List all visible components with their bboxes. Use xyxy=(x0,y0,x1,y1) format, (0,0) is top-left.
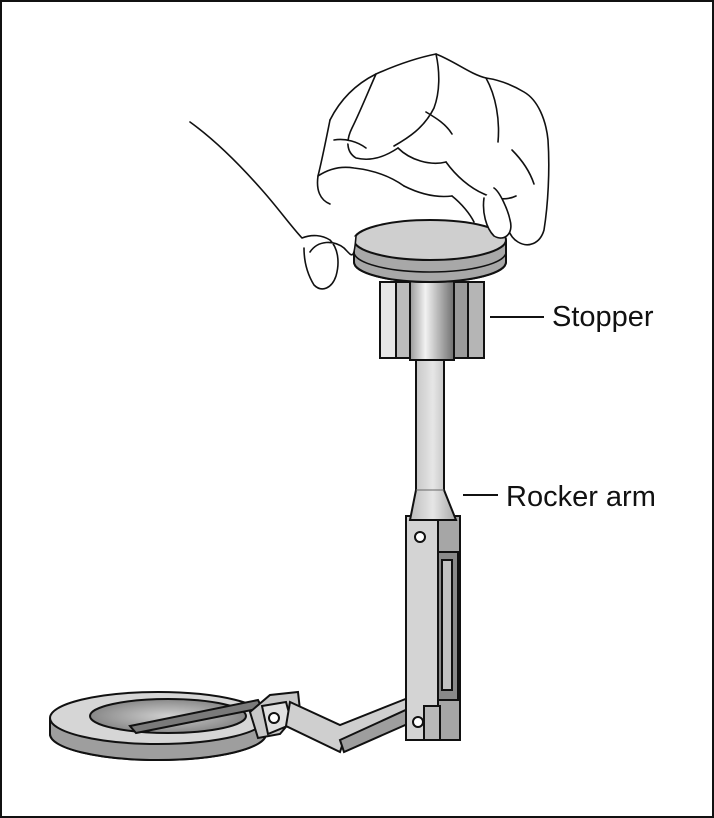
lower-linkage xyxy=(284,696,414,754)
rocker-arm-rod xyxy=(408,355,458,521)
drain-flange xyxy=(49,691,267,761)
stopper-label: Stopper xyxy=(552,301,654,333)
hand-illustration xyxy=(189,53,550,290)
stopper-body xyxy=(353,219,507,361)
pivot-clevis xyxy=(248,690,302,740)
rocker-arm-label: Rocker arm xyxy=(506,481,656,513)
rocker-arm-housing xyxy=(405,515,461,741)
